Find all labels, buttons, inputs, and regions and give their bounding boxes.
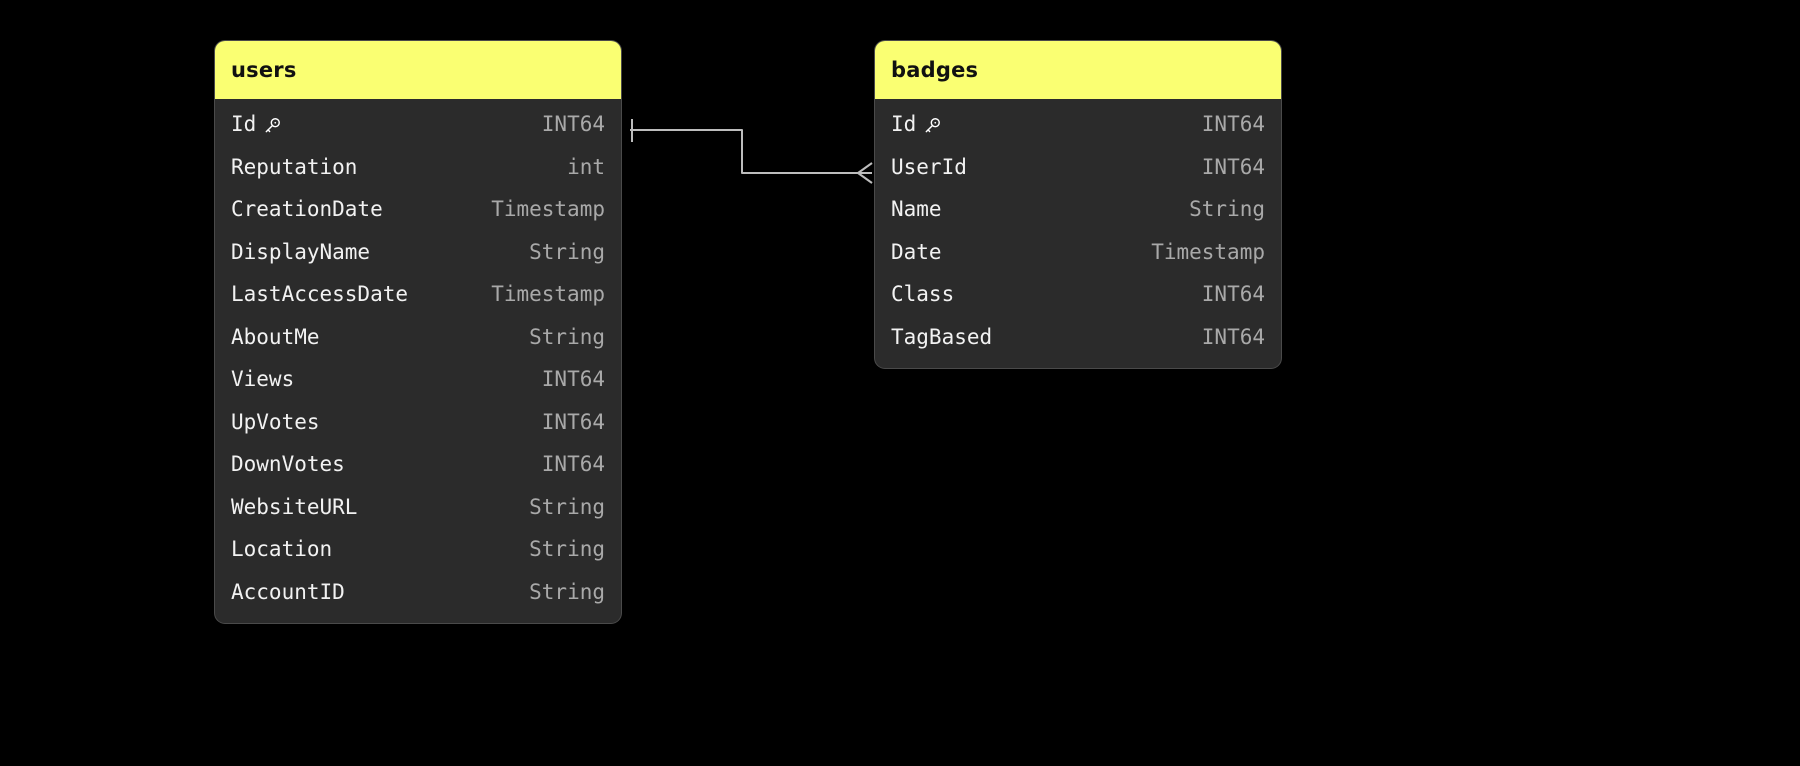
field-type: String — [529, 579, 605, 604]
field-row[interactable]: CreationDate Timestamp — [215, 188, 621, 231]
field-row[interactable]: Reputation int — [215, 146, 621, 189]
field-row[interactable]: WebsiteURL String — [215, 486, 621, 529]
field-type: int — [567, 154, 605, 179]
field-type: String — [529, 324, 605, 349]
key-icon — [923, 116, 942, 135]
field-name-label: AboutMe — [231, 324, 320, 349]
field-row[interactable]: Date Timestamp — [875, 231, 1281, 274]
field-name-label: UpVotes — [231, 409, 320, 434]
field-name: DownVotes — [231, 452, 345, 476]
field-type: String — [529, 239, 605, 264]
field-row[interactable]: UserId INT64 — [875, 146, 1281, 189]
field-row[interactable]: Views INT64 — [215, 358, 621, 401]
field-type: String — [529, 494, 605, 519]
field-row[interactable]: Class INT64 — [875, 273, 1281, 316]
field-name: TagBased — [891, 325, 992, 349]
field-type: Timestamp — [491, 282, 605, 307]
field-name-label: CreationDate — [231, 197, 383, 222]
field-row[interactable]: Location String — [215, 528, 621, 571]
field-name: UpVotes — [231, 410, 320, 434]
field-name-label: Views — [231, 367, 295, 392]
field-name-label: Name — [891, 197, 942, 222]
field-type: INT64 — [1201, 282, 1265, 307]
table-header-badges[interactable]: badges — [875, 41, 1281, 99]
field-name: AccountID — [231, 580, 345, 604]
field-type: INT64 — [1201, 324, 1265, 349]
field-name: WebsiteURL — [231, 495, 357, 519]
cardinality-many-marker — [857, 162, 873, 184]
field-row[interactable]: Id INT64 — [875, 103, 1281, 146]
field-name-label: Class — [891, 282, 955, 307]
field-type: String — [529, 537, 605, 562]
field-name: Location — [231, 537, 332, 561]
field-name-label: WebsiteURL — [231, 494, 358, 519]
field-name-label: DownVotes — [231, 452, 345, 477]
field-type: Timestamp — [1151, 239, 1265, 264]
table-title-badges: badges — [891, 58, 979, 82]
field-name-label: AccountID — [231, 579, 345, 604]
field-name: LastAccessDate — [231, 282, 408, 306]
field-name: Id — [231, 112, 282, 136]
field-row[interactable]: Name String — [875, 188, 1281, 231]
field-name: AboutMe — [231, 325, 320, 349]
key-icon — [263, 116, 282, 135]
field-name-label: Date — [891, 239, 942, 264]
field-type: INT64 — [541, 452, 605, 477]
field-name-label: Id — [891, 112, 917, 137]
field-name: UserId — [891, 155, 967, 179]
field-name-label: Id — [231, 112, 257, 137]
field-name-label: TagBased — [891, 324, 993, 349]
relationship-line — [630, 129, 866, 174]
field-type: INT64 — [541, 112, 605, 137]
field-type: INT64 — [1201, 154, 1265, 179]
field-row[interactable]: AboutMe String — [215, 316, 621, 359]
field-type: INT64 — [541, 409, 605, 434]
field-type: INT64 — [1201, 112, 1265, 137]
field-row[interactable]: DisplayName String — [215, 231, 621, 274]
field-name-label: Location — [231, 537, 333, 562]
field-name-label: LastAccessDate — [231, 282, 409, 307]
field-name-label: UserId — [891, 154, 967, 179]
relationship-users-badges — [630, 119, 873, 184]
field-type: Timestamp — [491, 197, 605, 222]
field-type: INT64 — [541, 367, 605, 392]
field-row[interactable]: LastAccessDate Timestamp — [215, 273, 621, 316]
field-row[interactable]: DownVotes INT64 — [215, 443, 621, 486]
field-name: Date — [891, 240, 942, 264]
field-name-label: DisplayName — [231, 239, 371, 264]
field-name: DisplayName — [231, 240, 370, 264]
field-name: Class — [891, 282, 954, 306]
field-name: Id — [891, 112, 942, 136]
field-name: Reputation — [231, 155, 357, 179]
table-header-users[interactable]: users — [215, 41, 621, 99]
field-row[interactable]: UpVotes INT64 — [215, 401, 621, 444]
field-row[interactable]: Id INT64 — [215, 103, 621, 146]
field-type: String — [1189, 197, 1265, 222]
field-name: CreationDate — [231, 197, 383, 221]
field-row[interactable]: AccountID String — [215, 571, 621, 614]
table-title-users: users — [231, 58, 297, 82]
field-name-label: Reputation — [231, 154, 358, 179]
field-row[interactable]: TagBased INT64 — [875, 316, 1281, 359]
field-name: Name — [891, 197, 942, 221]
field-name: Views — [231, 367, 294, 391]
